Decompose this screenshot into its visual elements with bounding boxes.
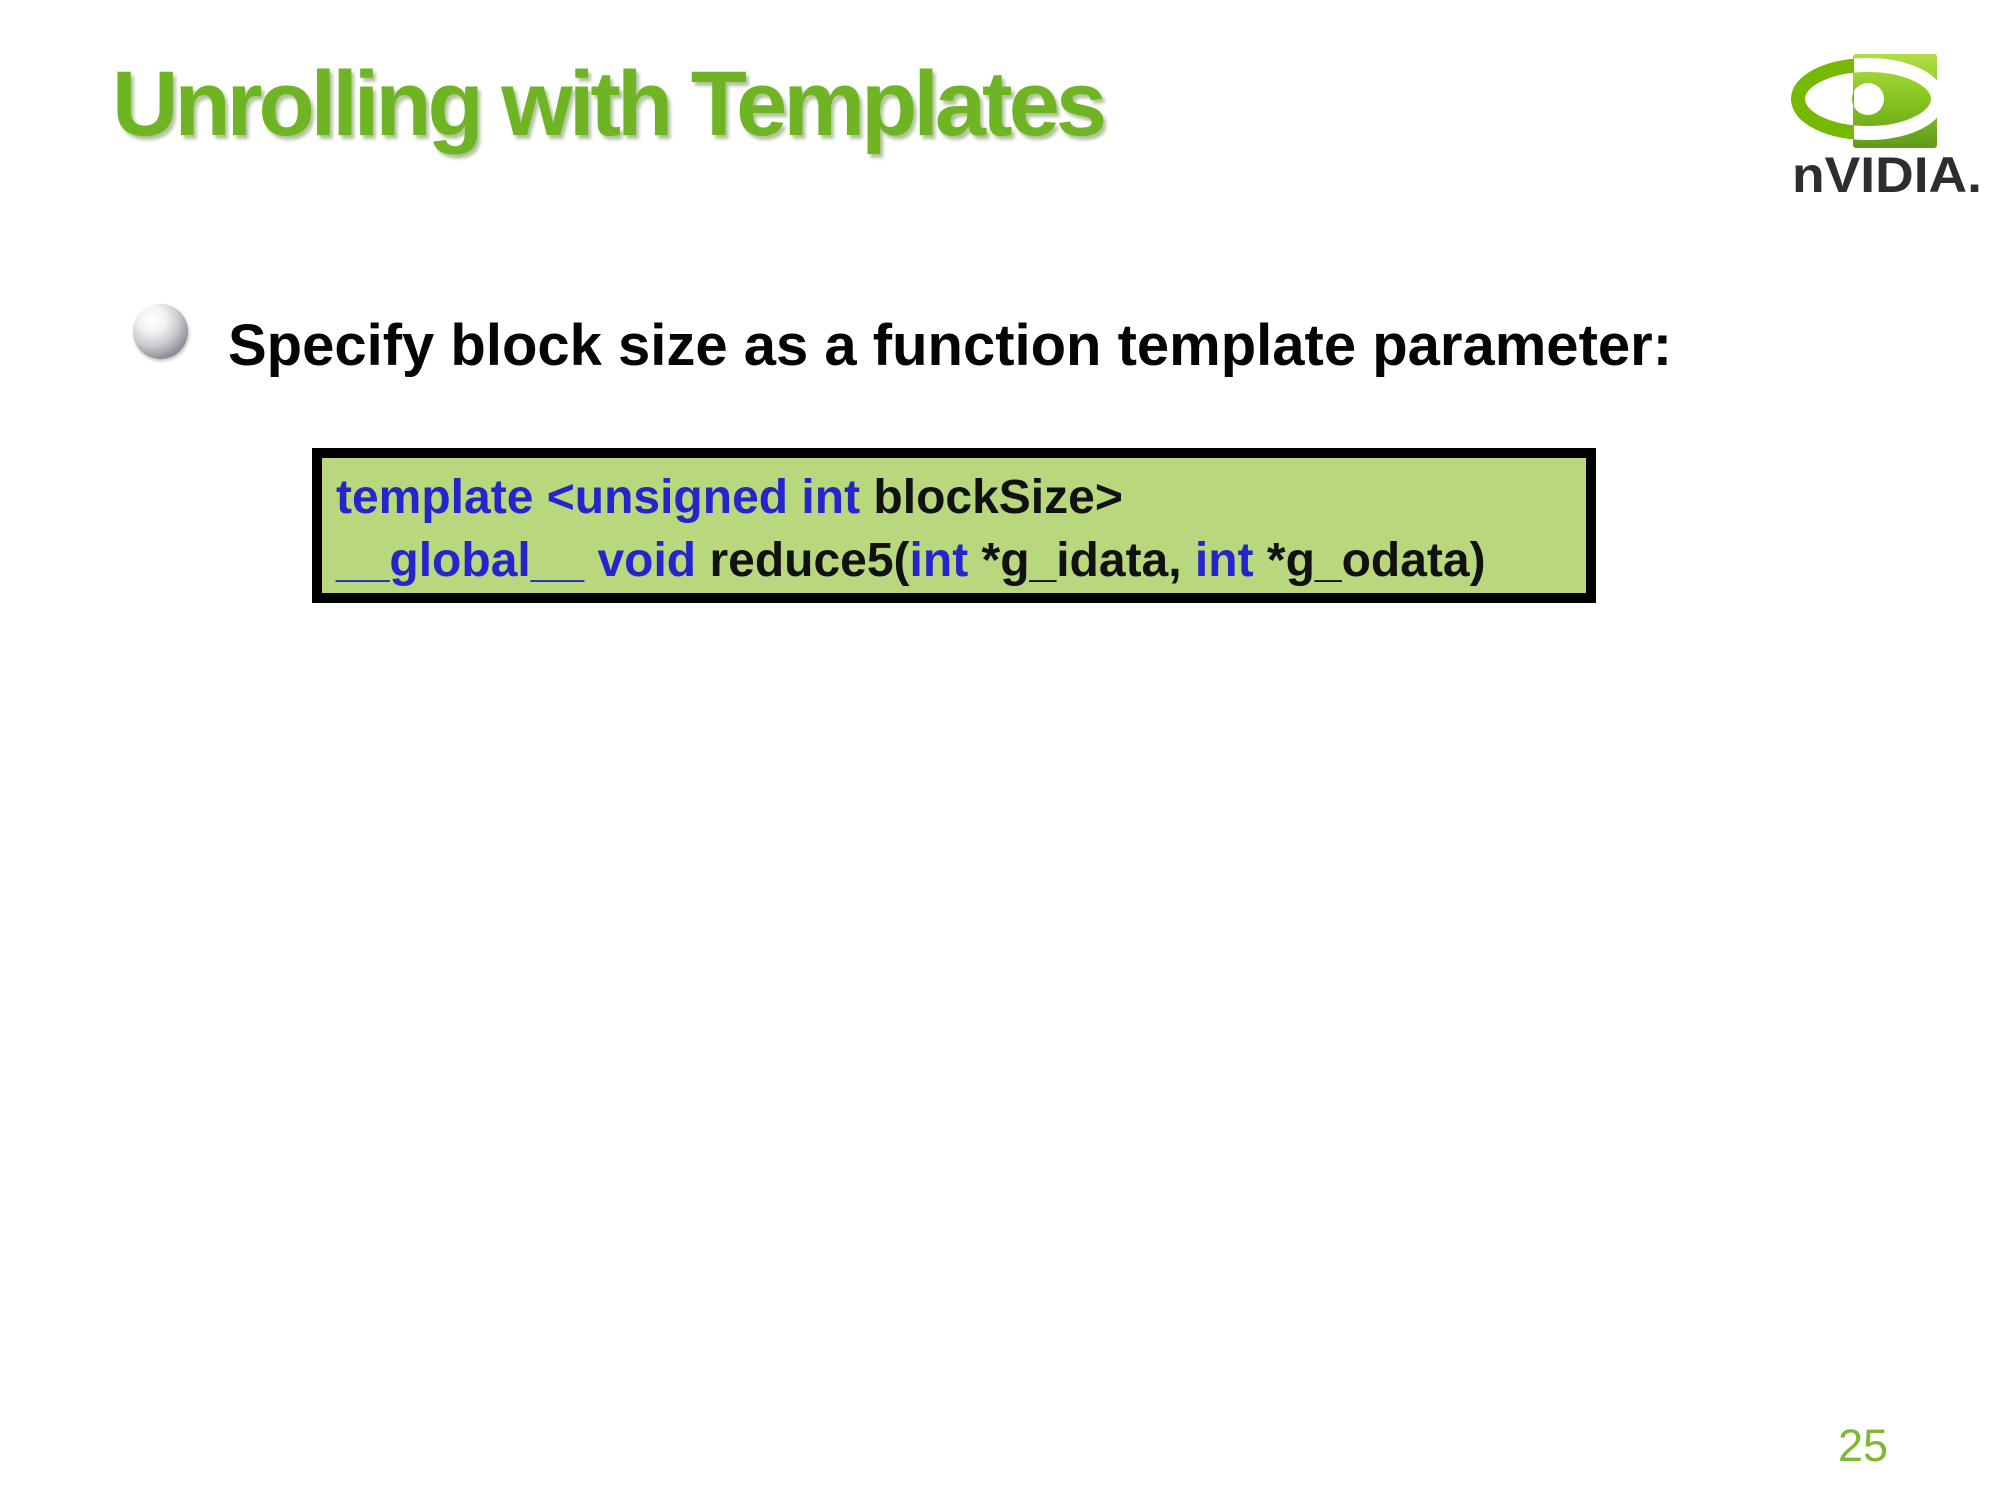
bullet-item: Specify block size as a function templat… bbox=[133, 296, 1672, 379]
code-line-1: template <unsigned int blockSize> bbox=[336, 466, 1572, 529]
code-token: *g_idata, bbox=[968, 534, 1195, 587]
code-line-2: __global__ void reduce5(int *g_idata, in… bbox=[336, 529, 1572, 592]
bullet-text: Specify block size as a function templat… bbox=[228, 313, 1673, 378]
page-number: 25 bbox=[1838, 1420, 1889, 1471]
code-token: template <unsigned int bbox=[336, 471, 874, 524]
nvidia-wordmark: nVIDIA. bbox=[1792, 147, 1982, 198]
page-title: Unrolling with Templates bbox=[112, 53, 1107, 155]
code-token: int bbox=[909, 534, 969, 587]
code-token: int bbox=[1194, 534, 1254, 587]
nvidia-eye-icon-inner bbox=[1854, 58, 1945, 140]
nvidia-eye-icon bbox=[1791, 58, 1854, 140]
code-token: __global__ void bbox=[336, 534, 710, 587]
code-box: template <unsigned int blockSize> __glob… bbox=[312, 448, 1596, 603]
sphere-bullet-icon bbox=[133, 304, 188, 359]
code-token: reduce5( bbox=[709, 534, 910, 587]
nvidia-logo: nVIDIA. bbox=[1791, 54, 1982, 198]
code-token: *g_odata) bbox=[1253, 534, 1486, 587]
code-token: blockSize> bbox=[873, 471, 1123, 524]
